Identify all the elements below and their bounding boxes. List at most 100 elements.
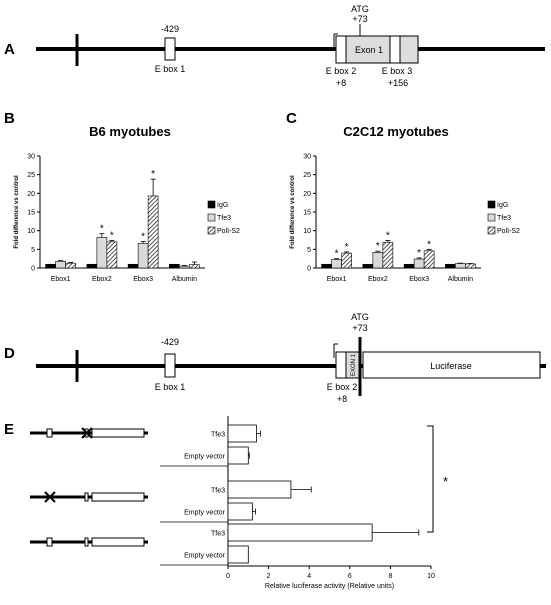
y-tick-label: 15 (27, 210, 35, 217)
ebox3-position: +156 (388, 78, 408, 88)
legend-label: PolI-S2 (217, 228, 240, 235)
x-tick-label: Albumin (172, 276, 197, 283)
luciferase-label: Luciferase (430, 361, 472, 371)
bar-poli-s2 (189, 264, 200, 269)
construct-luciferase (91, 537, 145, 547)
panel-e-letter: E (4, 421, 14, 438)
legend-swatch (487, 200, 496, 209)
y-tick-label: 0 (31, 266, 35, 273)
construct-wild-type (30, 537, 148, 547)
x-axis-label: Relative luciferase activity (Relative u… (265, 583, 394, 590)
significance-star: * (110, 230, 114, 241)
significance-star: * (376, 241, 380, 252)
x-tick-label: 10 (427, 573, 435, 580)
bar-tfe3 (413, 258, 425, 269)
bar-igg (169, 263, 180, 269)
x-tick-label: 2 (267, 573, 271, 580)
d-atg-position: +73 (352, 323, 367, 333)
d-ebox1-position: -429 (161, 337, 179, 347)
x-tick-label: 6 (348, 573, 352, 580)
bar-tfe3 (96, 237, 108, 269)
exon1-label: Exon 1 (355, 45, 383, 55)
ebox2-position: +8 (336, 78, 346, 88)
legend-swatch (487, 213, 496, 222)
d-ebox1-label: E box 1 (155, 382, 186, 392)
category-label: Empty vector (184, 510, 226, 517)
bar-poli-s2 (423, 250, 435, 269)
bar-igg (45, 263, 56, 269)
bar-igg (362, 263, 374, 269)
legend-swatch (207, 200, 216, 209)
bar-luciferase (227, 424, 257, 443)
x-tick-label: Ebox3 (409, 276, 429, 283)
bar-tfe3 (179, 265, 190, 269)
bar-tfe3 (55, 260, 66, 269)
category-label: Empty vector (184, 454, 226, 461)
x-tick-label: Ebox1 (51, 276, 71, 283)
d-ebox1-box (164, 353, 176, 378)
significance-star: * (345, 242, 349, 253)
y-tick-label: 0 (307, 266, 311, 273)
category-label: Empty vector (184, 553, 226, 560)
significance-bracket (427, 425, 434, 533)
legend-label: IgG (217, 202, 228, 209)
bar-tfe3 (455, 263, 466, 269)
y-tick-label: 10 (27, 228, 35, 235)
d-ebox2-position: +8 (337, 394, 347, 404)
bar-poli-s2 (106, 241, 118, 269)
y-tick-label: 30 (303, 154, 311, 161)
y-tick-label: 15 (303, 210, 311, 217)
construct-luciferase (91, 492, 145, 502)
construct-ebox2 (84, 537, 89, 547)
bar-poli-s2 (147, 195, 159, 269)
d-ebox2-box (335, 351, 347, 379)
bar-poli-s2 (382, 241, 394, 269)
bar-luciferase (227, 480, 292, 499)
y-tick-label: 5 (31, 247, 35, 254)
y-axis-label: Fold difference vs control (14, 175, 20, 249)
x-tick-label: Albumin (448, 276, 473, 283)
legend-label: IgG (497, 202, 508, 209)
bar-igg (127, 263, 139, 269)
legend-swatch (487, 226, 496, 235)
x-tick-label: 8 (388, 573, 392, 580)
d-exon1-label: EXON 1 (351, 353, 357, 376)
x-tick-label: Ebox2 (368, 276, 388, 283)
y-tick-label: 25 (27, 172, 35, 179)
bar-tfe3 (137, 243, 149, 269)
legend-swatch (207, 226, 216, 235)
chart-title: C2C12 myotubes (343, 124, 448, 139)
d-atg-label: ATG (351, 312, 369, 322)
legend-label: PolI-S2 (497, 228, 520, 235)
bar-luciferase (227, 502, 253, 521)
y-tick-label: 30 (27, 154, 35, 161)
significance-star: * (335, 249, 339, 260)
ebox1-position: -429 (161, 24, 179, 34)
x-tick-label: Ebox2 (92, 276, 112, 283)
bar-igg (403, 263, 415, 269)
ebox2-label: E box 2 (326, 66, 357, 76)
ebox1-box (164, 37, 176, 61)
y-tick-label: 10 (303, 228, 311, 235)
bar-luciferase (227, 545, 249, 564)
construct-ebox1-mutant (30, 427, 148, 439)
x-tick-label: Ebox1 (327, 276, 347, 283)
category-label: Tfe3 (211, 432, 225, 439)
ebox3-box (389, 35, 401, 64)
construct-ebox1 (46, 537, 53, 547)
panel-b-letter: B (4, 110, 15, 127)
construct-ebox1 (46, 428, 53, 438)
atg-position: +73 (352, 14, 367, 24)
significance-star: * (141, 231, 145, 242)
bar-tfe3 (372, 252, 384, 269)
ebox2-box (335, 35, 347, 64)
ebox1-label: E box 1 (155, 64, 186, 74)
luciferase-box (362, 351, 541, 379)
y-tick-label: 25 (303, 172, 311, 179)
ebox3-label: E box 3 (382, 66, 413, 76)
